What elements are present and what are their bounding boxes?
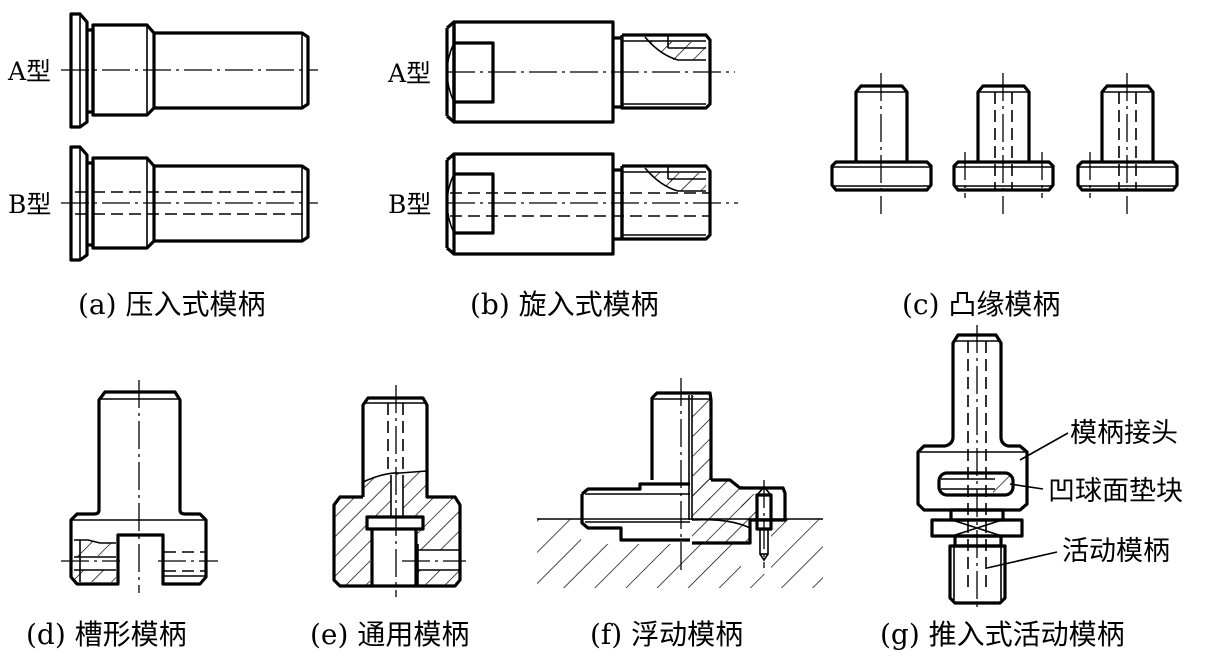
variant-label-b: B型 [388,190,431,219]
panel-b-screw-in-handle: A型 B型 (b) 旋入式模柄 [387,20,738,321]
variant-label-b: B型 [8,190,51,219]
floating-handle-drawing [537,378,823,588]
caption-d: (d) 槽形模柄 [26,618,187,651]
caption-a: (a) 压入式模柄 [78,288,265,321]
panel-c-flange-handle: (c) 凸缘模柄 [830,73,1179,321]
press-in-type-b-drawing [61,145,318,262]
callout-movable-handle: 活动模柄 [1062,536,1170,567]
panel-a-press-in-handle: A型 B型 (a) 压入式模柄 [7,12,318,321]
flange-handle-plain-drawing [830,73,933,214]
callout-handle-joint: 模柄接头 [1070,418,1178,449]
panel-e-universal-handle: (e) 通用模柄 [310,385,469,651]
caption-e: (e) 通用模柄 [310,618,469,651]
universal-handle-drawing [332,385,466,597]
panel-f-floating-handle: (f) 浮动模柄 [537,378,823,651]
variant-label-a: A型 [7,57,51,86]
caption-c: (c) 凸缘模柄 [902,288,1060,321]
panel-g-push-in-movable-handle: 模柄接头 凹球面垫块 活动模柄 (g) 推入式活动模柄 [880,325,1183,651]
caption-g: (g) 推入式活动模柄 [880,618,1125,651]
screw-in-type-b-drawing [445,152,738,256]
screw-in-type-a-drawing [445,20,735,124]
push-in-movable-handle-drawing [916,325,1069,610]
flange-handle-bolted-drawing [952,73,1055,214]
caption-f: (f) 浮动模柄 [590,618,743,651]
slotted-handle-drawing [61,380,218,593]
panel-d-slotted-handle: (d) 槽形模柄 [26,380,218,651]
press-in-type-a-drawing [61,12,318,129]
caption-b: (b) 旋入式模柄 [470,288,659,321]
variant-label-a: A型 [387,59,431,88]
callout-concave-spherical-pad: 凹球面垫块 [1048,476,1183,507]
flange-handle-counterbore-drawing [1076,73,1179,214]
